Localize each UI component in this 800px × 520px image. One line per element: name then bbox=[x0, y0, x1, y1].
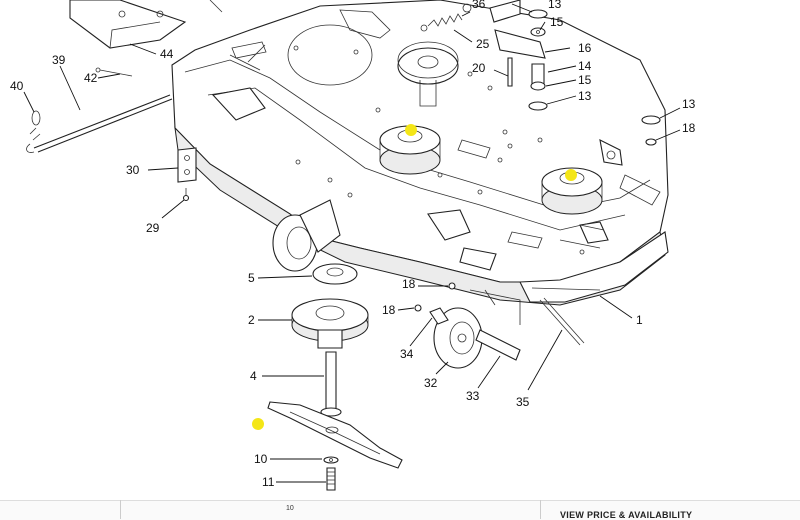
callout-30: 30 bbox=[126, 163, 140, 177]
callout-18: 18 bbox=[682, 121, 696, 135]
footer-callout-10: 10 bbox=[286, 505, 294, 512]
callout-15: 15 bbox=[578, 73, 592, 87]
callout-36: 36 bbox=[472, 0, 486, 11]
washer-part-10 bbox=[323, 456, 339, 464]
spindle-housing-part-2 bbox=[291, 298, 369, 349]
callout-2: 2 bbox=[248, 313, 255, 327]
roller-assembly bbox=[414, 282, 585, 369]
highlight-dot bbox=[405, 124, 417, 136]
callout-labels: 13 15 36 25 16 14 15 13 20 13 18 44 39 4… bbox=[10, 0, 696, 489]
callout-40: 40 bbox=[10, 79, 24, 93]
washer-stack-hardware bbox=[507, 9, 548, 111]
callout-14: 14 bbox=[578, 59, 592, 73]
callout-4: 4 bbox=[250, 369, 257, 383]
spring-part-25 bbox=[420, 3, 472, 32]
spacer-part-5 bbox=[312, 263, 358, 285]
footer-bar bbox=[0, 500, 800, 520]
view-price-availability-link[interactable]: VIEW PRICE & AVAILABILITY bbox=[560, 510, 693, 520]
deflector-shield-part-44 bbox=[69, 0, 223, 49]
footer-divider bbox=[540, 500, 541, 519]
callout-18: 18 bbox=[382, 303, 396, 317]
callout-5: 5 bbox=[248, 271, 255, 285]
callout-29: 29 bbox=[146, 221, 160, 235]
spindle-shaft-part-4 bbox=[320, 351, 342, 417]
callout-33: 33 bbox=[466, 389, 480, 403]
idler-arm-part-16 bbox=[489, 0, 546, 59]
callout-20: 20 bbox=[472, 61, 486, 75]
callout-leader-lines bbox=[23, 3, 681, 483]
highlight-dot bbox=[565, 169, 577, 181]
washer-part-13 bbox=[641, 115, 661, 146]
center-spindle-pulley bbox=[379, 124, 441, 175]
right-spindle-pulley bbox=[541, 167, 603, 215]
footer-divider bbox=[120, 500, 121, 519]
callout-42: 42 bbox=[84, 71, 98, 85]
callout-25: 25 bbox=[476, 37, 490, 51]
callout-13: 13 bbox=[578, 89, 592, 103]
callout-35: 35 bbox=[516, 395, 530, 409]
callout-15: 15 bbox=[550, 15, 564, 29]
callout-34: 34 bbox=[400, 347, 414, 361]
callout-1: 1 bbox=[636, 313, 643, 327]
bolt-part-11 bbox=[326, 467, 336, 491]
callout-32: 32 bbox=[424, 376, 438, 390]
callout-10: 10 bbox=[254, 452, 268, 466]
callout-11: 11 bbox=[262, 475, 275, 489]
callout-16: 16 bbox=[578, 41, 592, 55]
highlight-dot bbox=[252, 418, 264, 430]
mower-blade bbox=[267, 401, 403, 469]
bracket-part-30 bbox=[177, 147, 197, 202]
callout-13: 13 bbox=[548, 0, 562, 11]
idler-pulley bbox=[397, 41, 459, 107]
callout-39: 39 bbox=[52, 53, 66, 67]
callout-18: 18 bbox=[402, 277, 416, 291]
callout-13: 13 bbox=[682, 97, 696, 111]
lift-rod-part-39 bbox=[26, 67, 173, 153]
callout-44: 44 bbox=[160, 47, 174, 61]
deck-roller-left bbox=[272, 199, 341, 272]
